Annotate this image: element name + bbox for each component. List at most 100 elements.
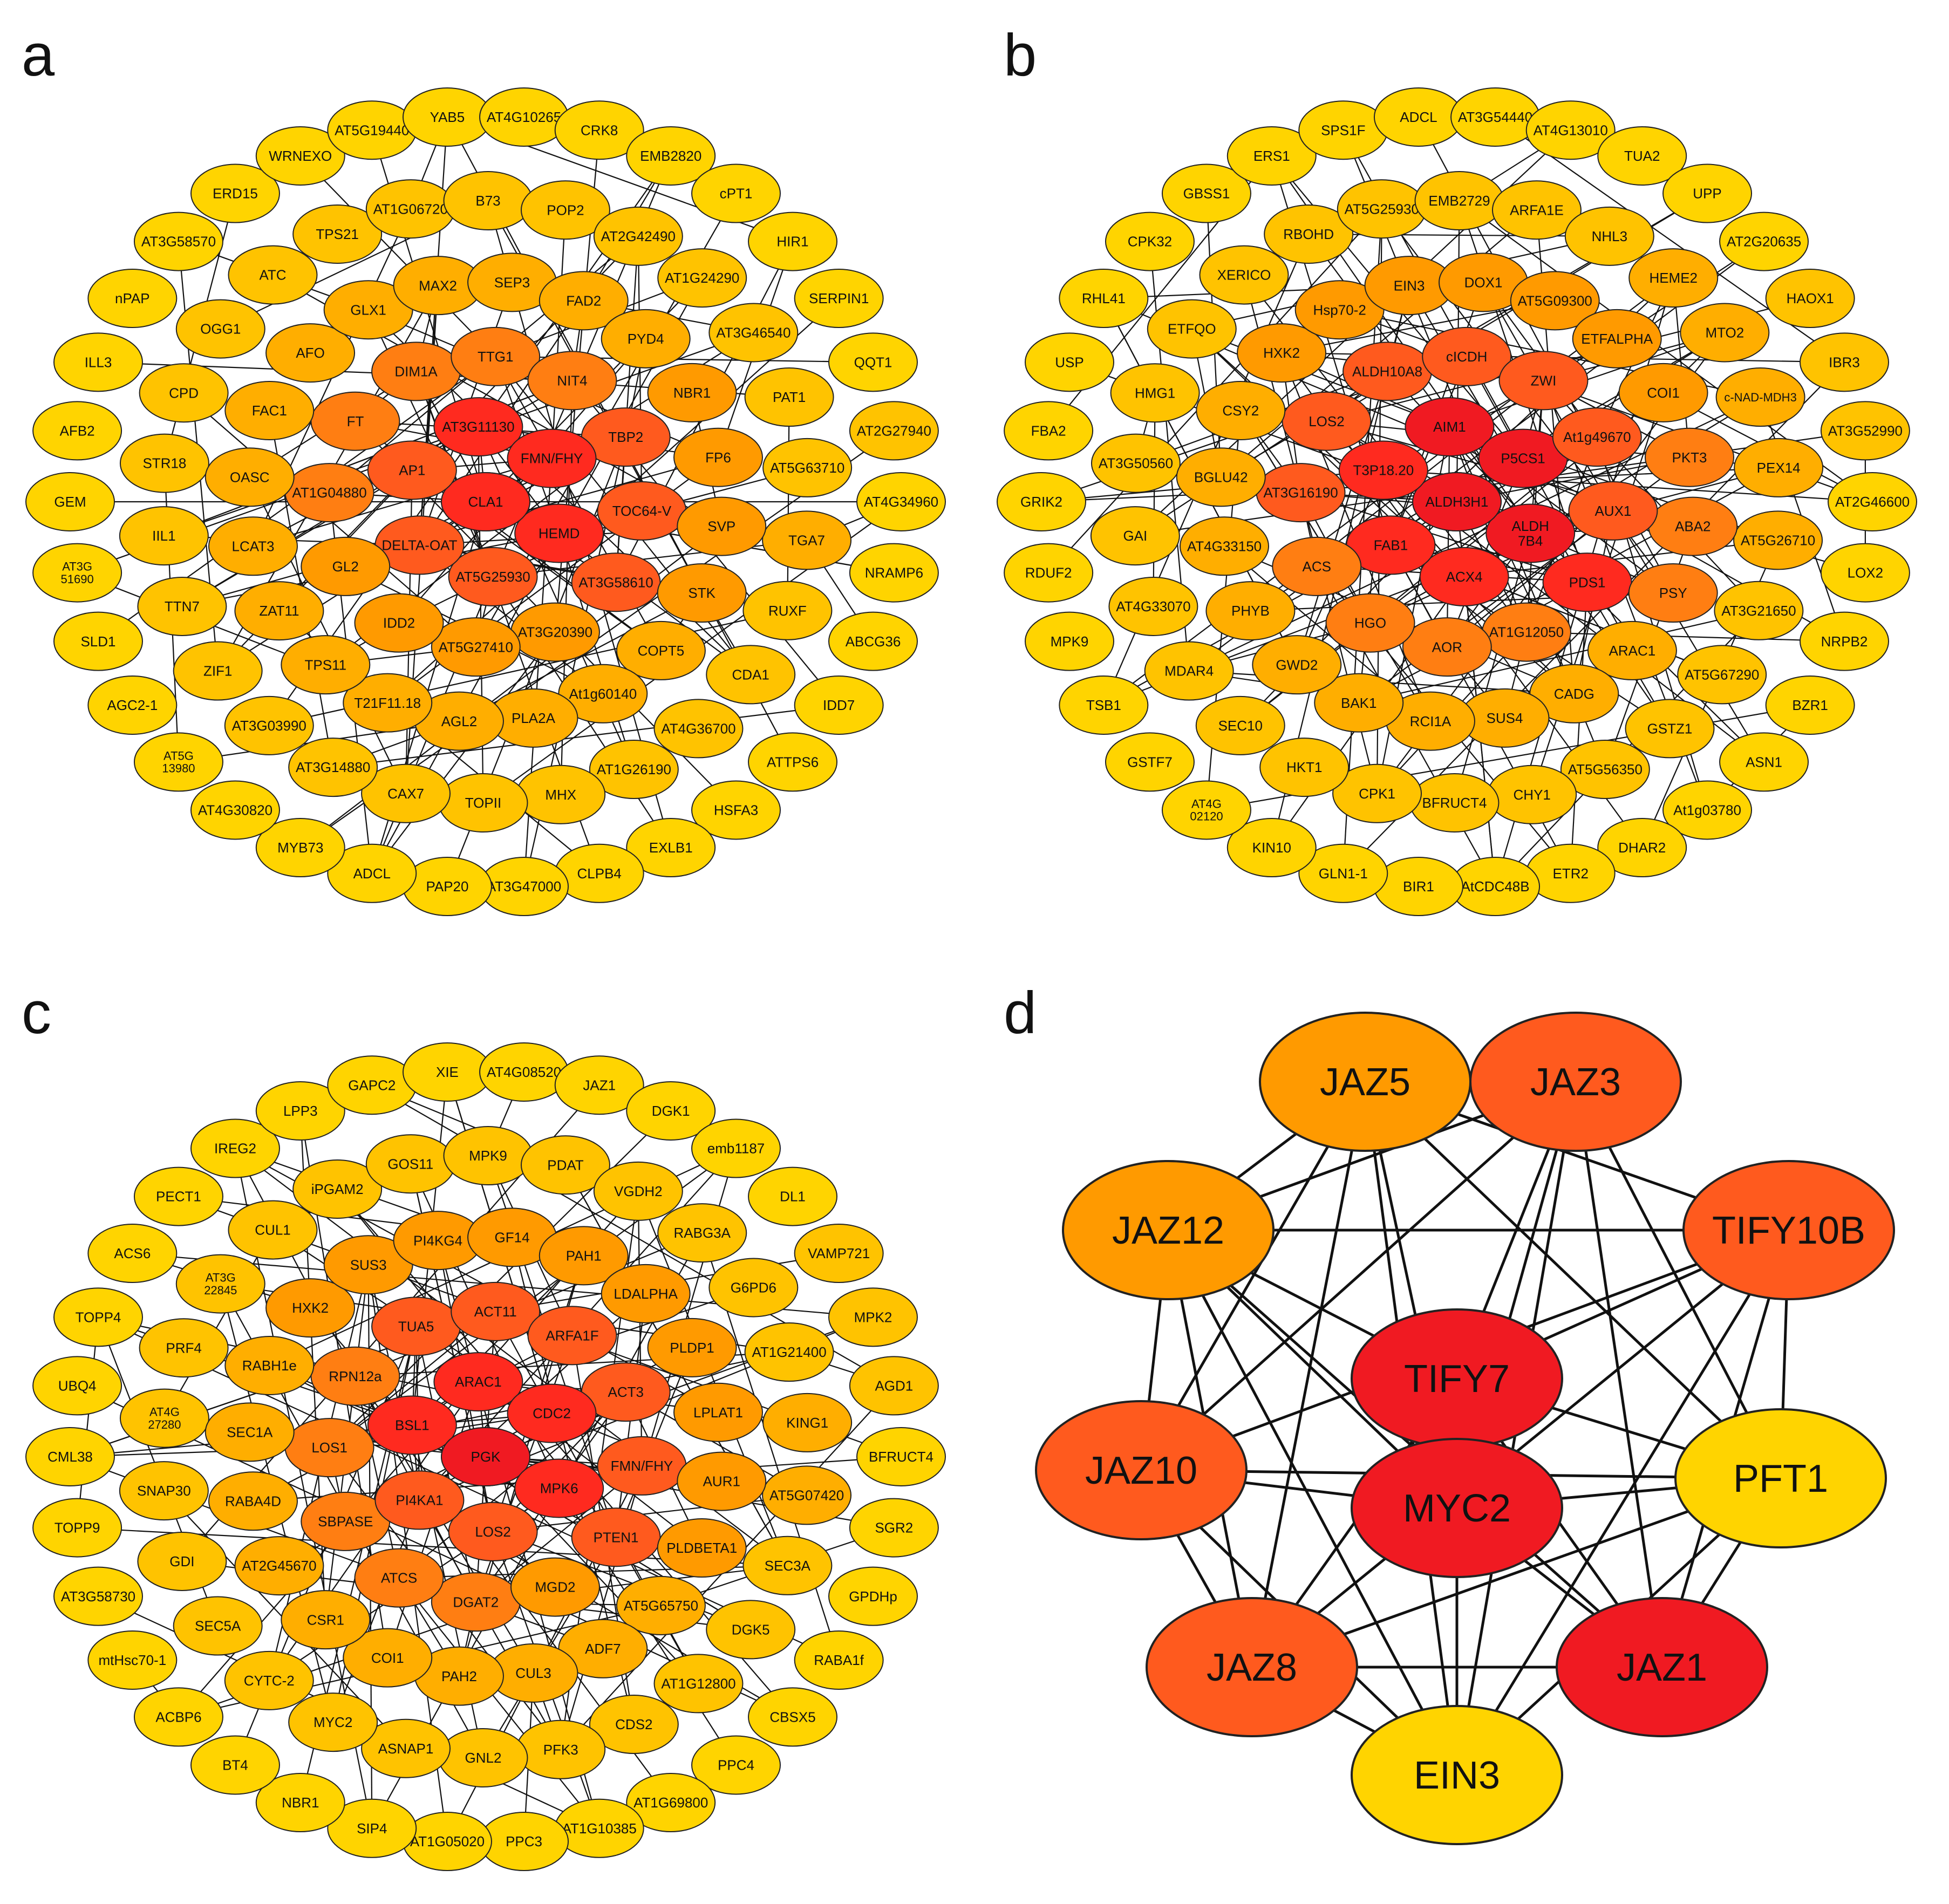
node-emb1187: emb1187 [691,1118,781,1178]
node-at3g52990: AT3G52990 [1820,401,1910,461]
node-shape [255,1081,345,1141]
node-label: CDC2 [533,1405,571,1422]
edge [1251,1229,1790,1668]
node-cadg: CADG [1529,664,1619,724]
edge [558,533,751,675]
node-shape [856,472,946,531]
node-shape [1035,1400,1248,1540]
node-label: AOR [1432,639,1462,655]
node-label: TOPII [465,795,501,811]
node-label: PAP20 [426,878,468,895]
node-label: ARFA1F [546,1327,598,1343]
node-label: JAZ12 [1112,1209,1224,1252]
node-label: ERD15 [213,186,258,202]
node-shape [32,543,122,603]
node-shape [677,1451,767,1511]
node-shape [190,163,280,223]
node-label: AT1G24290 [665,270,739,286]
node-label: PDAT [547,1157,584,1173]
node-label: MYB73 [277,840,323,856]
node-label: AT3G52990 [1828,423,1903,439]
node-shape [1662,163,1753,223]
node-label: JAZ1 [583,1077,616,1093]
node-label: AT3G46540 [716,325,790,341]
node-label: HEME2 [1649,270,1698,286]
node-shape [1734,438,1824,497]
node-ttn7: TTN7 [137,576,227,636]
node-erd15: ERD15 [190,163,280,223]
node-label: BT4 [222,1757,248,1773]
node-shape [1024,332,1114,392]
node-label: AT3G16190 [1263,484,1338,501]
node-shape [53,1566,143,1626]
node-t3p18-20: T3P18.20 [1338,440,1428,500]
node-shape [255,1773,345,1833]
node-label: ZIF1 [203,663,232,679]
node-label: AT4G30820 [198,802,272,818]
node-at1g26190: AT1G26190 [589,740,679,800]
node-label: PHYB [1231,603,1270,619]
node-label: ZWI [1531,372,1557,388]
node-xie: XIE [402,1042,492,1102]
node-ers1: ERS1 [1226,126,1317,186]
node-label: ARAC1 [455,1374,502,1390]
node-topp4: TOPP4 [53,1287,143,1347]
node-label: JAZ1 [1617,1646,1707,1689]
node-shape [1719,732,1809,792]
node-shape [1662,780,1753,840]
node-at1g03780: At1g03780 [1662,780,1753,840]
node-label: HXK2 [292,1300,329,1316]
node-clpb4: CLPB4 [554,843,644,903]
node-at5g27410: AT5G27410 [431,617,521,677]
node-label: RABA4D [225,1493,281,1509]
node-label: AT1G21400 [752,1344,826,1360]
node-shape [1628,563,1718,623]
node-shape [1733,510,1823,570]
node-hmg1: HMG1 [1110,363,1200,423]
node-lplat1: LPLAT1 [673,1382,764,1442]
node-label: MPK6 [540,1480,578,1497]
node-label: AFB2 [60,423,95,439]
node-at5g26710: AT5G26710 [1733,510,1823,570]
node-shape [1105,211,1195,271]
node-label: CDA1 [732,667,769,683]
node-tps21: TPS21 [292,204,383,264]
node-label: RUXF [768,603,807,619]
node-label: SBPASE [318,1513,373,1530]
node-cul1: CUL1 [228,1200,318,1260]
node-label: GBSS1 [1183,186,1230,202]
node-jaz12: JAZ12 [1062,1160,1275,1300]
node-adf7: ADF7 [558,1619,648,1678]
node-label: GSTZ1 [1647,721,1693,737]
node-shape [25,1427,115,1486]
node-ogg1: OGG1 [175,299,265,359]
node-label: ACBP6 [155,1709,201,1725]
node-at3g21650: AT3G21650 [1714,581,1804,640]
node-shape [706,1600,796,1660]
node-dim1a: DIM1A [371,342,461,401]
node-los1: LOS1 [284,1418,374,1478]
node-at3g16190: AT3G16190 [1256,463,1346,523]
node-label: SEC10 [1218,718,1263,734]
node-shape [1800,611,1890,671]
node-ipgam2: iPGAM2 [292,1159,383,1219]
node-psy: PSY [1628,563,1718,623]
node-label: AT5G67290 [1685,667,1759,683]
node-label: NIT4 [557,372,587,388]
node-heme2: HEME2 [1628,248,1719,308]
node-label: CPK32 [1128,234,1172,250]
node-prf4: PRF4 [139,1318,229,1378]
node-shape [87,1224,178,1284]
node-shape [173,1596,263,1656]
node-label: PDS1 [1569,574,1606,590]
node-label: AT3G03990 [232,718,306,734]
node-jaz1: JAZ1 [1556,1597,1768,1737]
node-pldbeta1: PLDBETA1 [657,1518,747,1578]
node-label: AT4G [149,1405,180,1419]
node-bfruct4: BFRUCT4 [1409,773,1500,832]
node-label: EMB2820 [640,148,701,164]
node-bfruct4: BFRUCT4 [856,1427,946,1486]
node-label: GDI [169,1553,194,1569]
node-label: CPK1 [1359,786,1395,802]
